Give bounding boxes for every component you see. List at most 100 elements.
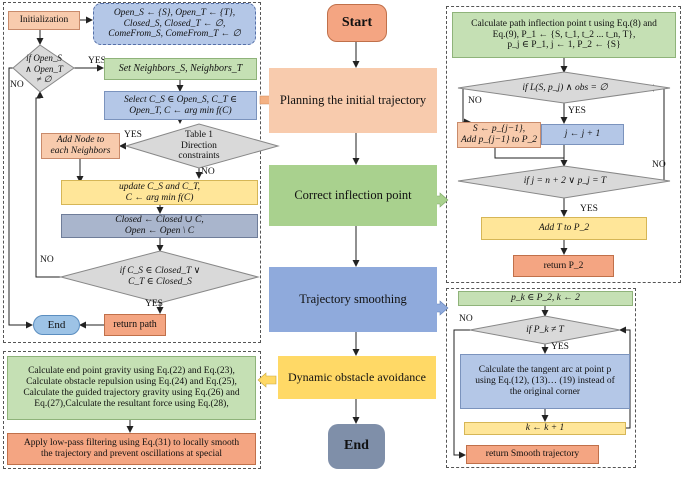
obstacle-condition: if L(S, p_j) ∧ obs = ∅ [500,80,630,96]
yes-label-open: YES [88,56,106,66]
update-box: update C_S and C_T, C ← arg min f(C) [61,180,258,205]
add-node-box: Add Node to each Neighbors [41,133,120,159]
correct-step: Correct inflection point [269,165,437,226]
forces-line2: Calculate obstacle repulsion using Eq.(2… [26,377,237,388]
tangent-line1: Calculate the tangent arc at point p [478,365,612,376]
no-label-meet: NO [40,255,54,265]
planning-step: Planning the initial trajectory [269,68,437,133]
forces-line3: Calculate the guided trajectory gravity … [23,388,240,398]
add-node-line2: each Neighbors [50,146,111,156]
astar-group [3,2,261,343]
select-line1: Select C_S ∈ Open_S, C_T ∈ [123,94,238,105]
open-set-decision-shape [12,44,75,93]
pk-condition: if P_k ≠ T [505,323,585,337]
open-cond-line3: ≠ ∅ [36,74,52,85]
tangent-arc-box: Calculate the tangent arc at point p usi… [460,354,630,409]
j-increment-box: j ← j + 1 [541,124,624,145]
initialization-label: Initialization [19,15,69,26]
table-line3: constraints [178,151,220,162]
left-end-label: End [47,318,66,331]
init-vars-line3: ComeFrom_S, ComeFrom_T ← ∅ [108,29,241,40]
closed-update-box: Closed ← Closed ∪ C, Open ← Open \ C [61,214,258,238]
no-label-open: NO [10,80,24,90]
pk-init-box: p_k ∈ P_2, k ← 2 [458,291,633,306]
return-p2-box: return P_2 [513,255,614,277]
direction-condition: Table 1 Direction constraints [170,128,228,164]
pk-init-label: p_k ∈ P_2, k ← 2 [511,293,580,304]
start-node: Start [327,4,387,42]
select-box: Select C_S ∈ Open_S, C_T ∈ Open_T, C ← a… [104,91,257,120]
end-node: End [328,424,385,469]
direction-decision-shape [124,123,280,169]
set-neighbors-label: Set Neighbors_S, Neighbors_T [118,63,243,75]
return-path-box: return path [104,314,166,336]
return-p2-label: return P_2 [543,260,584,271]
yes-label-obstacle: YES [568,106,586,116]
update-line2: C ← arg min f(C) [125,192,194,203]
filter-box: Apply low-pass filtering using Eq.(31) t… [7,433,256,465]
end-cond-label: if j = n + 2 ∨ p_j = T [523,175,607,186]
closed-line1: Closed ← Closed ∪ C, [115,215,204,226]
initialization-box: Initialization [8,11,80,30]
yes-label-meet: YES [145,299,163,309]
planning-label: Planning the initial trajectory [279,93,427,108]
yes-label-table: YES [124,130,142,140]
table-line2: Direction [181,140,217,151]
open-set-condition: if Open_S ∧ Open_T ≠ ∅ [15,50,73,88]
inflection-group [446,6,681,283]
init-vars-box: Open_S ← {S}, Open_T ← {T}, Closed_S, Cl… [93,3,256,45]
k-increment-label: k ← k + 1 [525,423,565,434]
end-condition: if j = n + 2 ∨ p_j = T [500,173,630,189]
pk-cond-label: if P_k ≠ T [526,324,564,335]
add-t-label: Add T to P_2 [538,223,590,234]
meet-line2: C_T ∈ Closed_S [128,277,192,287]
end-decision-shape [457,165,671,199]
add-t-box: Add T to P_2 [481,217,647,240]
tangent-line2: using Eq.(12), (13)… (19) instead of [475,376,615,387]
dynamic-step: Dynamic obstacle avoidance [278,356,436,399]
no-label-pk: NO [459,314,473,324]
tangent-line3: the original corner [509,386,581,397]
obstacle-cond-label: if L(S, p_j) ∧ obs = ∅ [522,82,608,93]
inflection-calc-line2: Eq.(9), P_1 ← {S, t_1, t_2 ... t_n, T}, [492,29,636,40]
init-vars-line2: Closed_S, Closed_T ← ∅, [123,18,226,29]
dynamic-label: Dynamic obstacle avoidance [288,369,426,384]
add-node-line1: Add Node to [56,135,105,146]
no-label-end-check: NO [652,160,666,170]
smoothing-label: Trajectory smoothing [299,292,407,307]
yes-label-pk: YES [551,342,569,352]
no-label-obstacle: NO [468,96,482,106]
closed-line2: Open ← Open \ C [124,226,195,236]
inflection-calc-box: Calculate path inflection point t using … [452,12,676,58]
forces-line1: Calculate end point gravity using Eq.(22… [28,366,235,377]
table-line1: Table 1 [184,129,214,140]
pk-decision-shape [469,315,621,345]
filter-line2: the trajectory and prevent oscillations … [41,449,222,459]
update-line1: update C_S and C_T, [118,181,201,192]
inflection-calc-line3: p_j ∈ P_1, j ← 1, P_2 ← {S} [507,40,621,51]
s-assign-box: S ← p_{j−1}, Add p_{j−1} to P_2 [457,122,541,148]
open-cond-line2: ∧ Open_T [25,63,63,74]
set-neighbors-box: Set Neighbors_S, Neighbors_T [104,58,257,80]
correct-label: Correct inflection point [294,188,412,203]
avoidance-group [3,351,261,469]
forces-line4: Eq.(27),Calculate the resultant force us… [34,398,229,409]
end-label: End [344,438,369,454]
smoothing-step: Trajectory smoothing [269,267,437,332]
left-end-node: End [33,315,80,335]
init-vars-line1: Open_S ← {S}, Open_T ← {T}, [113,7,236,18]
smoothing-group [446,288,636,468]
k-increment-box: k ← k + 1 [464,422,626,435]
s-assign-line1: S ← p_{j−1}, [472,124,526,135]
yes-label-end-check: YES [580,204,598,214]
open-cond-line1: if Open_S [26,53,62,64]
start-label: Start [341,14,373,30]
return-smooth-label: return Smooth trajectory [485,449,580,460]
j-increment-label: j ← j + 1 [564,129,601,140]
obstacle-decision-shape [457,71,671,104]
inflection-calc-line1: Calculate path inflection point t using … [471,18,657,29]
filter-line1: Apply low-pass filtering using Eq.(31) t… [23,438,240,449]
return-path-label: return path [113,319,157,331]
meet-condition: if C_S ∈ Closed_T ∨ C_T ∈ Closed_S [95,263,225,291]
